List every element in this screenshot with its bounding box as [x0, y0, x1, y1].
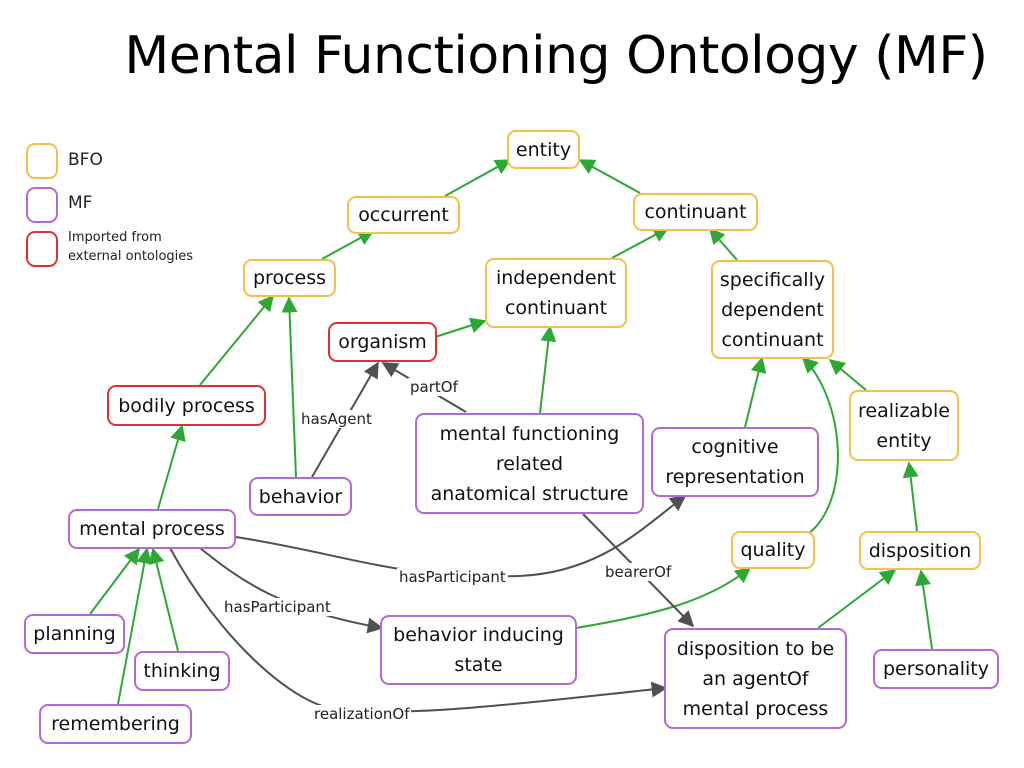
legend-swatch-mf: [26, 187, 58, 223]
edge-label-hasparticipant-behavior-state: hasParticipant: [222, 598, 333, 616]
edge-label-hasparticipant-cognitive: hasParticipant: [397, 568, 508, 586]
isa-cognitive-representation-sdc: [744, 356, 767, 428]
isa-process-occurrent: [321, 230, 375, 260]
node-specifically-dependent-continuant: specifically dependent continuant: [711, 260, 834, 359]
isa-thinking-mental-process: [148, 547, 179, 652]
isa-mental-process-bodily-process: [157, 424, 186, 510]
isa-continuant-entity: [578, 159, 641, 194]
node-remembering: remembering: [39, 704, 192, 744]
node-disposition: disposition: [859, 531, 981, 570]
isa-quality-sdc: [801, 356, 839, 535]
isa-bodily-process-process: [199, 294, 275, 386]
node-entity: entity: [507, 130, 580, 169]
edge-label-hasagent: hasAgent: [299, 410, 374, 428]
legend-label-external: Imported from external ontologies: [68, 230, 194, 264]
node-disposition-to-be-an-agentof-mental-process: disposition to be an agentOf mental proc…: [664, 628, 847, 729]
node-mental-functioning-related-anatomical-structure: mental functioning related anatomical st…: [415, 413, 644, 514]
node-realizable-entity: realizable entity: [849, 390, 959, 461]
isa-occurrent-entity: [444, 159, 512, 197]
node-behavior: behavior: [249, 477, 352, 516]
edge-label-bearerof: bearerOf: [603, 563, 674, 581]
node-personality: personality: [873, 649, 999, 689]
isa-remembering-mental-process: [117, 547, 153, 705]
node-process: process: [243, 259, 336, 297]
rel-mental-process-hasparticipant-behavior-state: [199, 547, 384, 634]
page-title: Mental Functioning Ontology (MF): [124, 26, 988, 86]
legend-label-mf: MF: [68, 193, 93, 213]
node-independent-continuant: independent continuant: [485, 258, 627, 328]
legend-swatch-external: [26, 231, 58, 267]
isa-specifically-dependent-continuant: [708, 227, 738, 261]
node-thinking: thinking: [134, 651, 230, 691]
isa-organism-independent: [434, 317, 487, 338]
isa-personality-disposition: [915, 569, 933, 650]
node-bodily-process: bodily process: [107, 385, 266, 426]
isa-disposition-agent-disposition: [817, 569, 897, 629]
isa-behavior-process: [281, 296, 298, 478]
node-continuant: continuant: [633, 193, 758, 231]
legend-label-bfo: BFO: [68, 150, 103, 170]
edge-label-realizationof: realizationOf: [312, 705, 412, 723]
isa-behavior-inducing-state-quality: [575, 567, 752, 629]
node-mental-process: mental process: [68, 509, 236, 549]
node-cognitive-representation: cognitive representation: [651, 427, 819, 497]
legend-swatch-bfo: [26, 143, 58, 179]
edge-label-partof: partOf: [408, 378, 460, 396]
isa-realizable-entity-sdc: [828, 358, 867, 391]
node-quality: quality: [731, 531, 815, 569]
isa-mfras-independent: [539, 325, 557, 414]
isa-disposition-realizable-entity: [902, 461, 919, 532]
node-organism: organism: [328, 322, 437, 362]
node-behavior-inducing-state: behavior inducing state: [380, 615, 577, 685]
node-occurrent: occurrent: [347, 196, 460, 234]
isa-independent-continuant: [611, 227, 670, 259]
isa-planning-mental-process: [89, 547, 140, 615]
node-planning: planning: [24, 614, 125, 654]
